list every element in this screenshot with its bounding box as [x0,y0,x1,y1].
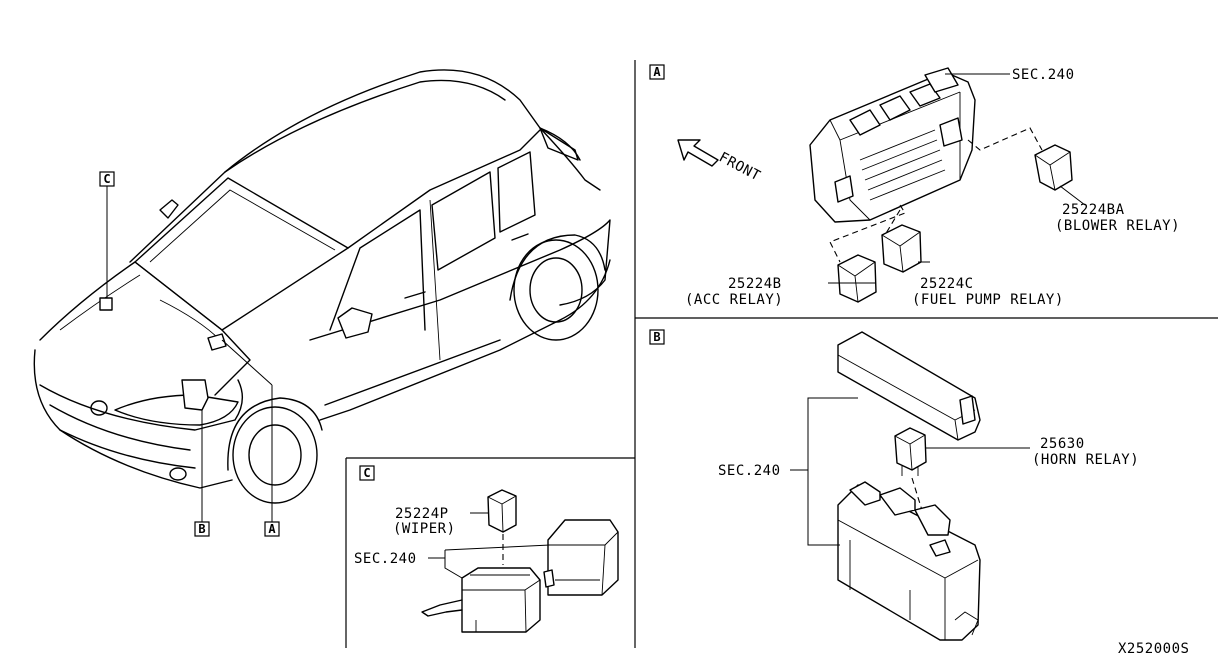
relay-bracket-left [421,567,541,633]
car-callout-b: B [194,521,210,537]
acc-relay-part-number: 25224B [728,276,782,292]
svg-text:C: C [103,172,110,186]
car-callout-leaders [106,186,273,522]
fuel-pump-relay-part [881,224,922,273]
fuse-box-body [837,481,981,641]
front-arrow-icon [677,139,719,167]
panel-b-letter-box: B [649,329,665,345]
panel-c-sec-label: SEC.240 [354,551,417,567]
horn-relay-part-number: 25630 [1040,436,1085,452]
svg-text:C: C [363,466,370,480]
relay-box-right [543,519,619,596]
panel-c: C 25224P ( [354,465,619,633]
panel-b: B [649,329,1139,641]
panel-c-letter-box: C [359,465,375,481]
panel-b-sec-label: SEC.240 [718,463,781,479]
blower-relay-name: (BLOWER RELAY) [1055,218,1180,234]
fuse-box-cover [837,331,981,441]
wiper-relay-name: (WIPER) [393,521,456,537]
panel-a-letter-box: A [649,64,665,80]
horn-relay-name: (HORN RELAY) [1032,452,1139,468]
svg-text:A: A [268,522,276,536]
car-illustration [33,69,611,504]
acc-relay-name: (ACC RELAY) [685,292,783,308]
car-callout-a: A [264,521,280,537]
fuse-block-a [809,67,976,223]
panel-a-sec-label: SEC.240 [1012,67,1075,83]
svg-text:A: A [653,65,661,79]
acc-relay-part [837,254,877,303]
blower-relay-part-number: 25224BA [1062,202,1125,218]
wiper-relay-part-number: 25224P [395,506,449,522]
car-callout-c: C [99,171,115,187]
front-label: FRONT [716,149,763,184]
wiper-relay-part [487,489,517,533]
horn-relay-part [894,427,927,476]
svg-text:B: B [653,330,660,344]
panel-a: A FRONT [649,64,1180,308]
diagram-code: X252000S [1118,641,1189,657]
svg-text:B: B [198,522,205,536]
fuel-pump-relay-part-number: 25224C [920,276,974,292]
panel-frames [345,60,1218,648]
fuel-pump-relay-name: (FUEL PUMP RELAY) [912,292,1064,308]
blower-relay-part [1034,144,1073,191]
